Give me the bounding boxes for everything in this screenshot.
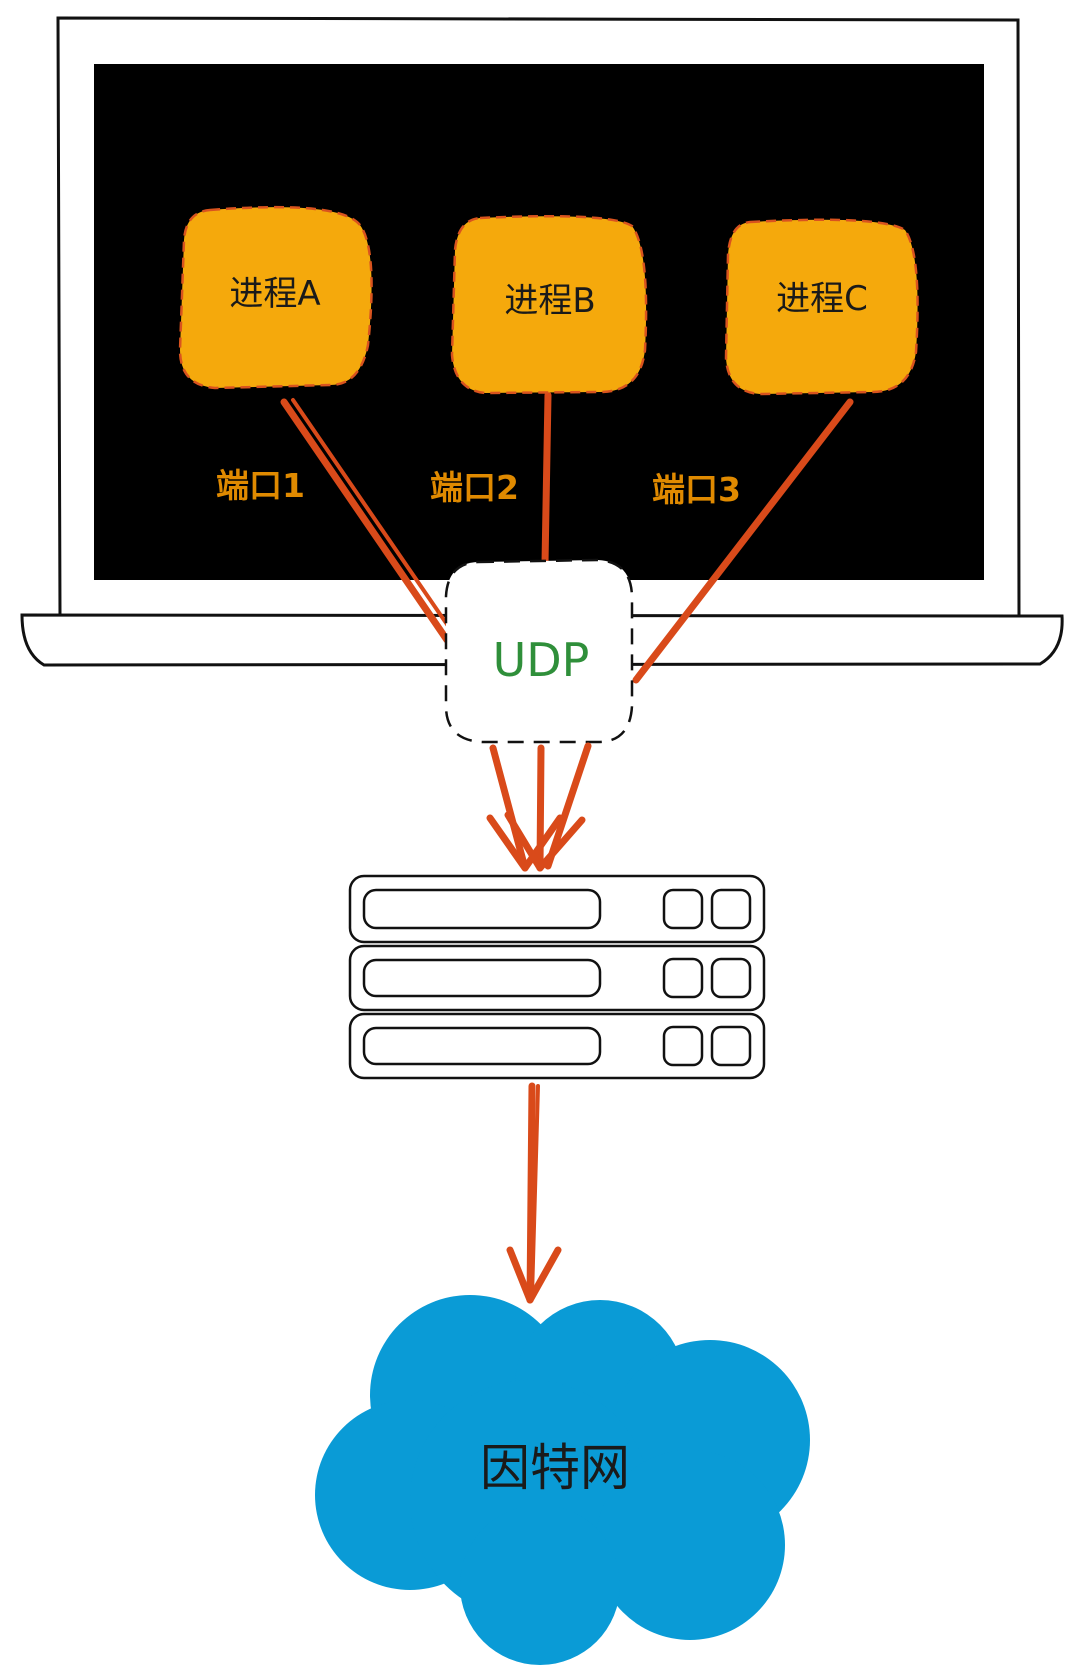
cloud-arrow-head — [506, 1246, 562, 1304]
process-c-label: 进程C — [776, 279, 868, 319]
cloud-arrow-shaft — [526, 1082, 536, 1304]
arrow-shaft-1 — [489, 744, 529, 872]
udp-box-shape — [444, 558, 634, 744]
server-unit-2 — [348, 944, 766, 1012]
process-a-label: 进程A — [229, 274, 320, 314]
process-b-label: 进程B — [504, 281, 595, 321]
process-a: 进程A — [178, 205, 373, 390]
server-unit-3-light-1 — [662, 1025, 704, 1067]
port-2-label: 端口2 — [430, 468, 519, 507]
process-c: 进程C — [724, 218, 919, 396]
server-unit-3-slot — [362, 1026, 602, 1066]
cloud-label: 因特网 — [480, 1439, 630, 1497]
arrow-head-2 — [504, 811, 586, 872]
server-unit-3-light-2 — [710, 1025, 752, 1067]
process-a-box — [178, 205, 373, 390]
udp-box: UDP — [444, 558, 634, 744]
arrow-head-1 — [486, 814, 564, 872]
port-1-label: 端口1 — [216, 466, 305, 505]
server-unit-2-light-2 — [710, 957, 752, 999]
server-unit-3 — [348, 1012, 766, 1080]
server-unit-1-light-2 — [710, 888, 752, 930]
process-c-box — [724, 218, 919, 396]
internet-cloud: 因特网 — [315, 1295, 810, 1665]
process-b-box — [450, 214, 648, 395]
server-stack — [348, 874, 766, 1080]
link-a — [280, 398, 451, 644]
port-3-label: 端口3 — [652, 470, 741, 509]
udp-label: UDP — [493, 633, 590, 687]
link-b — [541, 391, 552, 567]
process-links — [280, 391, 854, 684]
cloud-puff-6 — [595, 1450, 785, 1640]
server-to-cloud-arrow — [506, 1082, 562, 1304]
server-unit-2-slot — [362, 958, 602, 998]
process-b: 进程B — [450, 214, 648, 395]
cloud-arrow-shaft-2 — [530, 1084, 540, 1298]
link-a-2 — [291, 398, 457, 638]
link-c — [632, 398, 854, 684]
udp-to-server-arrows — [486, 742, 592, 872]
server-unit-1 — [348, 874, 766, 944]
cloud-puff-7 — [460, 1505, 620, 1665]
server-unit-2-light-1 — [662, 957, 704, 999]
server-unit-1-slot — [362, 888, 602, 930]
server-unit-1-light-1 — [662, 888, 704, 930]
